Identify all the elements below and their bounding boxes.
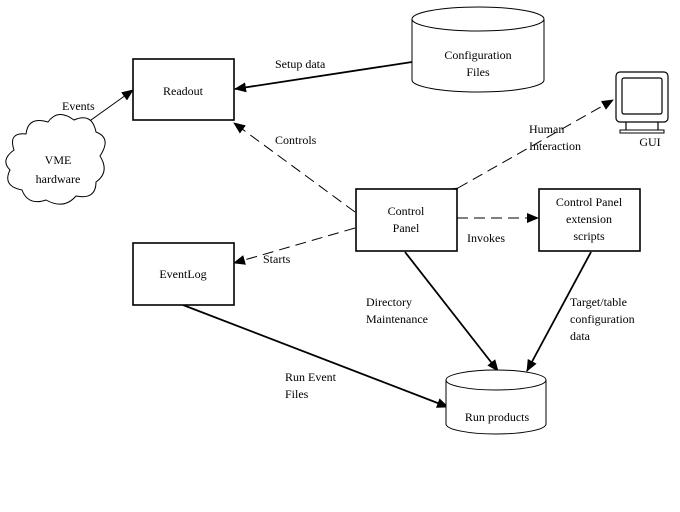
label-directory-maintenance-line2: Maintenance (366, 312, 428, 326)
extension-scripts-label-line2: extension (566, 212, 612, 226)
label-setup-data: Setup data (275, 57, 326, 71)
monitor-icon (615, 71, 669, 134)
readout-label: Readout (163, 84, 204, 98)
edge-human-interaction (445, 99, 614, 198)
edge-directory-maintenance (404, 251, 499, 372)
label-run-event-files-line2: Files (285, 387, 309, 401)
control-panel-label-line2: Panel (393, 221, 420, 235)
label-directory-maintenance-line1: Directory (366, 295, 412, 309)
label-target-table-line2: configuration (570, 312, 635, 326)
extension-scripts-label-line3: scripts (573, 229, 605, 243)
label-human-interaction-line1: Human (529, 122, 564, 136)
eventlog-label: EventLog (159, 267, 206, 281)
node-vme-hardware: VME hardware (5, 114, 106, 205)
vme-label-line2: hardware (36, 172, 81, 186)
label-human-interaction-line2: Interaction (529, 139, 581, 153)
edge-run-event-files (182, 304, 449, 408)
label-target-table-line1: Target/table (570, 295, 627, 309)
node-gui: GUI (615, 71, 669, 149)
edge-setup-data (234, 61, 413, 93)
config-files-label-line2: Files (466, 65, 490, 79)
edge-target-table (526, 251, 592, 372)
extension-scripts-label-line1: Control Panel (556, 195, 623, 209)
label-events: Events (62, 99, 95, 113)
edge-starts (233, 227, 356, 265)
control-panel-label-line1: Control (388, 204, 425, 218)
label-run-event-files-line1: Run Event (285, 370, 337, 384)
node-extension-scripts: Control Panel extension scripts (538, 188, 641, 252)
node-control-panel: Control Panel (355, 188, 458, 252)
gui-label: GUI (639, 135, 660, 149)
vme-label-line1: VME (45, 153, 72, 167)
config-files-label-line1: Configuration (444, 48, 511, 62)
node-run-products: Run products (445, 369, 547, 435)
run-products-label: Run products (465, 410, 530, 424)
node-readout: Readout (132, 58, 235, 121)
node-configuration-files: Configuration Files (411, 6, 545, 93)
label-starts: Starts (263, 252, 291, 266)
node-eventlog: EventLog (132, 242, 235, 306)
label-target-table-line3: data (570, 329, 591, 343)
label-invokes: Invokes (467, 231, 505, 245)
label-controls: Controls (275, 133, 317, 147)
edge-controls (233, 122, 356, 213)
